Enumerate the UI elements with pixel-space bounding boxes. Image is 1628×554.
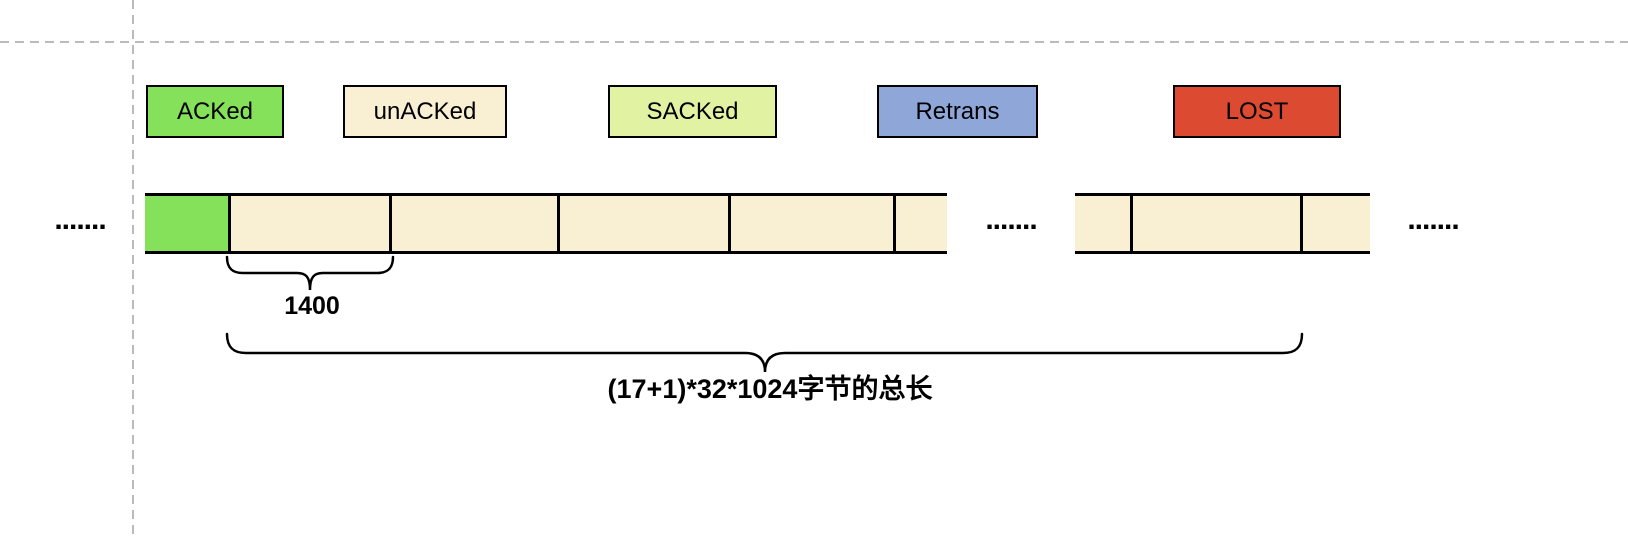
segment-cell-acked	[145, 193, 228, 254]
segment-cell-unacked	[893, 193, 947, 254]
legend-label-lost: LOST	[1225, 97, 1289, 125]
segment-cell-unacked	[557, 193, 728, 254]
legend-label-unacked: unACKed	[373, 97, 477, 125]
segment-cell-unacked	[1075, 193, 1130, 254]
legend-label-sacked: SACKed	[646, 97, 739, 125]
legend-box-lost: LOST	[1173, 85, 1341, 138]
ellipsis-middle: .......	[985, 203, 1037, 236]
legend-box-sacked: SACKed	[608, 85, 777, 138]
legend-label-acked: ACKed	[176, 97, 254, 125]
segment-cell-unacked	[389, 193, 557, 254]
segment-cell-unacked	[728, 193, 893, 254]
legend-box-retrans: Retrans	[877, 85, 1038, 138]
segment-cell-unacked	[228, 193, 389, 254]
ellipsis-left: .......	[54, 203, 106, 236]
legend-label-retrans: Retrans	[915, 97, 1000, 125]
legend-box-acked: ACKed	[146, 85, 284, 138]
segment-size-label: 1400	[284, 292, 340, 320]
segment-cell-unacked	[1130, 193, 1300, 254]
legend-box-unacked: unACKed	[343, 85, 507, 138]
total-length-brace	[225, 332, 1304, 373]
ellipsis-right: .......	[1407, 203, 1459, 236]
total-length-label: (17+1)*32*1024字节的总长	[607, 374, 933, 404]
segment-size-brace	[225, 255, 395, 291]
segment-cell-unacked	[1300, 193, 1370, 254]
